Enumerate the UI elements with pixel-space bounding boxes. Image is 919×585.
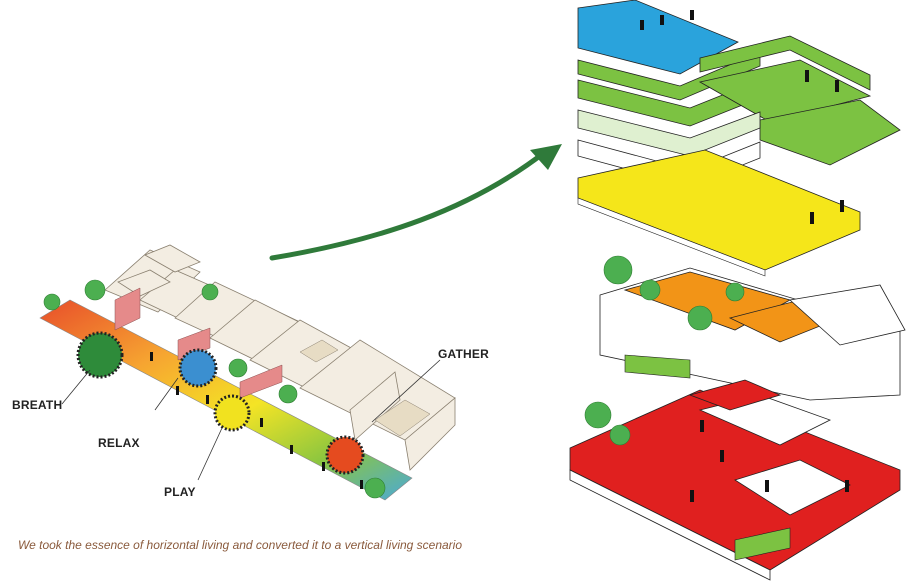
person-icon [690, 490, 694, 502]
green-layers [577, 35, 901, 187]
tree-icon [603, 255, 633, 285]
tree-icon [725, 282, 745, 302]
red-ground-layer [569, 379, 901, 581]
person-icon [640, 20, 644, 30]
relax-circle [178, 348, 218, 388]
yellow-floor-edge [577, 197, 766, 277]
person-icon [700, 420, 704, 432]
play-circle [213, 394, 251, 432]
person-icon [176, 386, 179, 395]
vertical-people [640, 10, 849, 502]
ground-green-strip [734, 527, 791, 561]
courtyards [299, 339, 431, 437]
vertical-trees [584, 255, 745, 446]
person-icon [805, 70, 809, 82]
person-icon [845, 480, 849, 492]
person-icon [835, 80, 839, 92]
street-people [150, 352, 363, 489]
tree-icon [228, 358, 248, 378]
person-icon [260, 418, 263, 427]
person-icon [660, 15, 664, 25]
street-trees [43, 279, 386, 499]
label-relax: RELAX [98, 436, 140, 450]
label-gather: GATHER [438, 347, 489, 361]
arrow-head [530, 144, 562, 170]
person-icon [322, 462, 325, 471]
person-icon [150, 352, 153, 361]
person-icon [360, 480, 363, 489]
tree-icon [364, 477, 386, 499]
breath-circle [76, 331, 124, 379]
person-icon [765, 480, 769, 492]
label-leaders [61, 359, 441, 481]
gather-circle [325, 435, 365, 475]
street-accents [114, 287, 283, 399]
label-play: PLAY [164, 485, 196, 499]
person-icon [720, 450, 724, 462]
diagram-caption: We took the essence of horizontal living… [18, 538, 463, 552]
tree-icon [639, 279, 661, 301]
curved-arrow-icon [269, 149, 548, 261]
person-icon [810, 212, 814, 224]
person-icon [206, 395, 209, 404]
tree-icon [43, 293, 61, 311]
person-icon [840, 200, 844, 212]
green-strip [624, 354, 691, 379]
tree-icon [584, 401, 612, 429]
person-icon [290, 445, 293, 454]
tree-icon [687, 305, 713, 331]
label-breath: BREATH [12, 398, 63, 412]
tree-icon [201, 283, 219, 301]
person-icon [690, 10, 694, 20]
tree-icon [278, 384, 298, 404]
tree-icon [84, 279, 106, 301]
tree-icon [609, 424, 631, 446]
